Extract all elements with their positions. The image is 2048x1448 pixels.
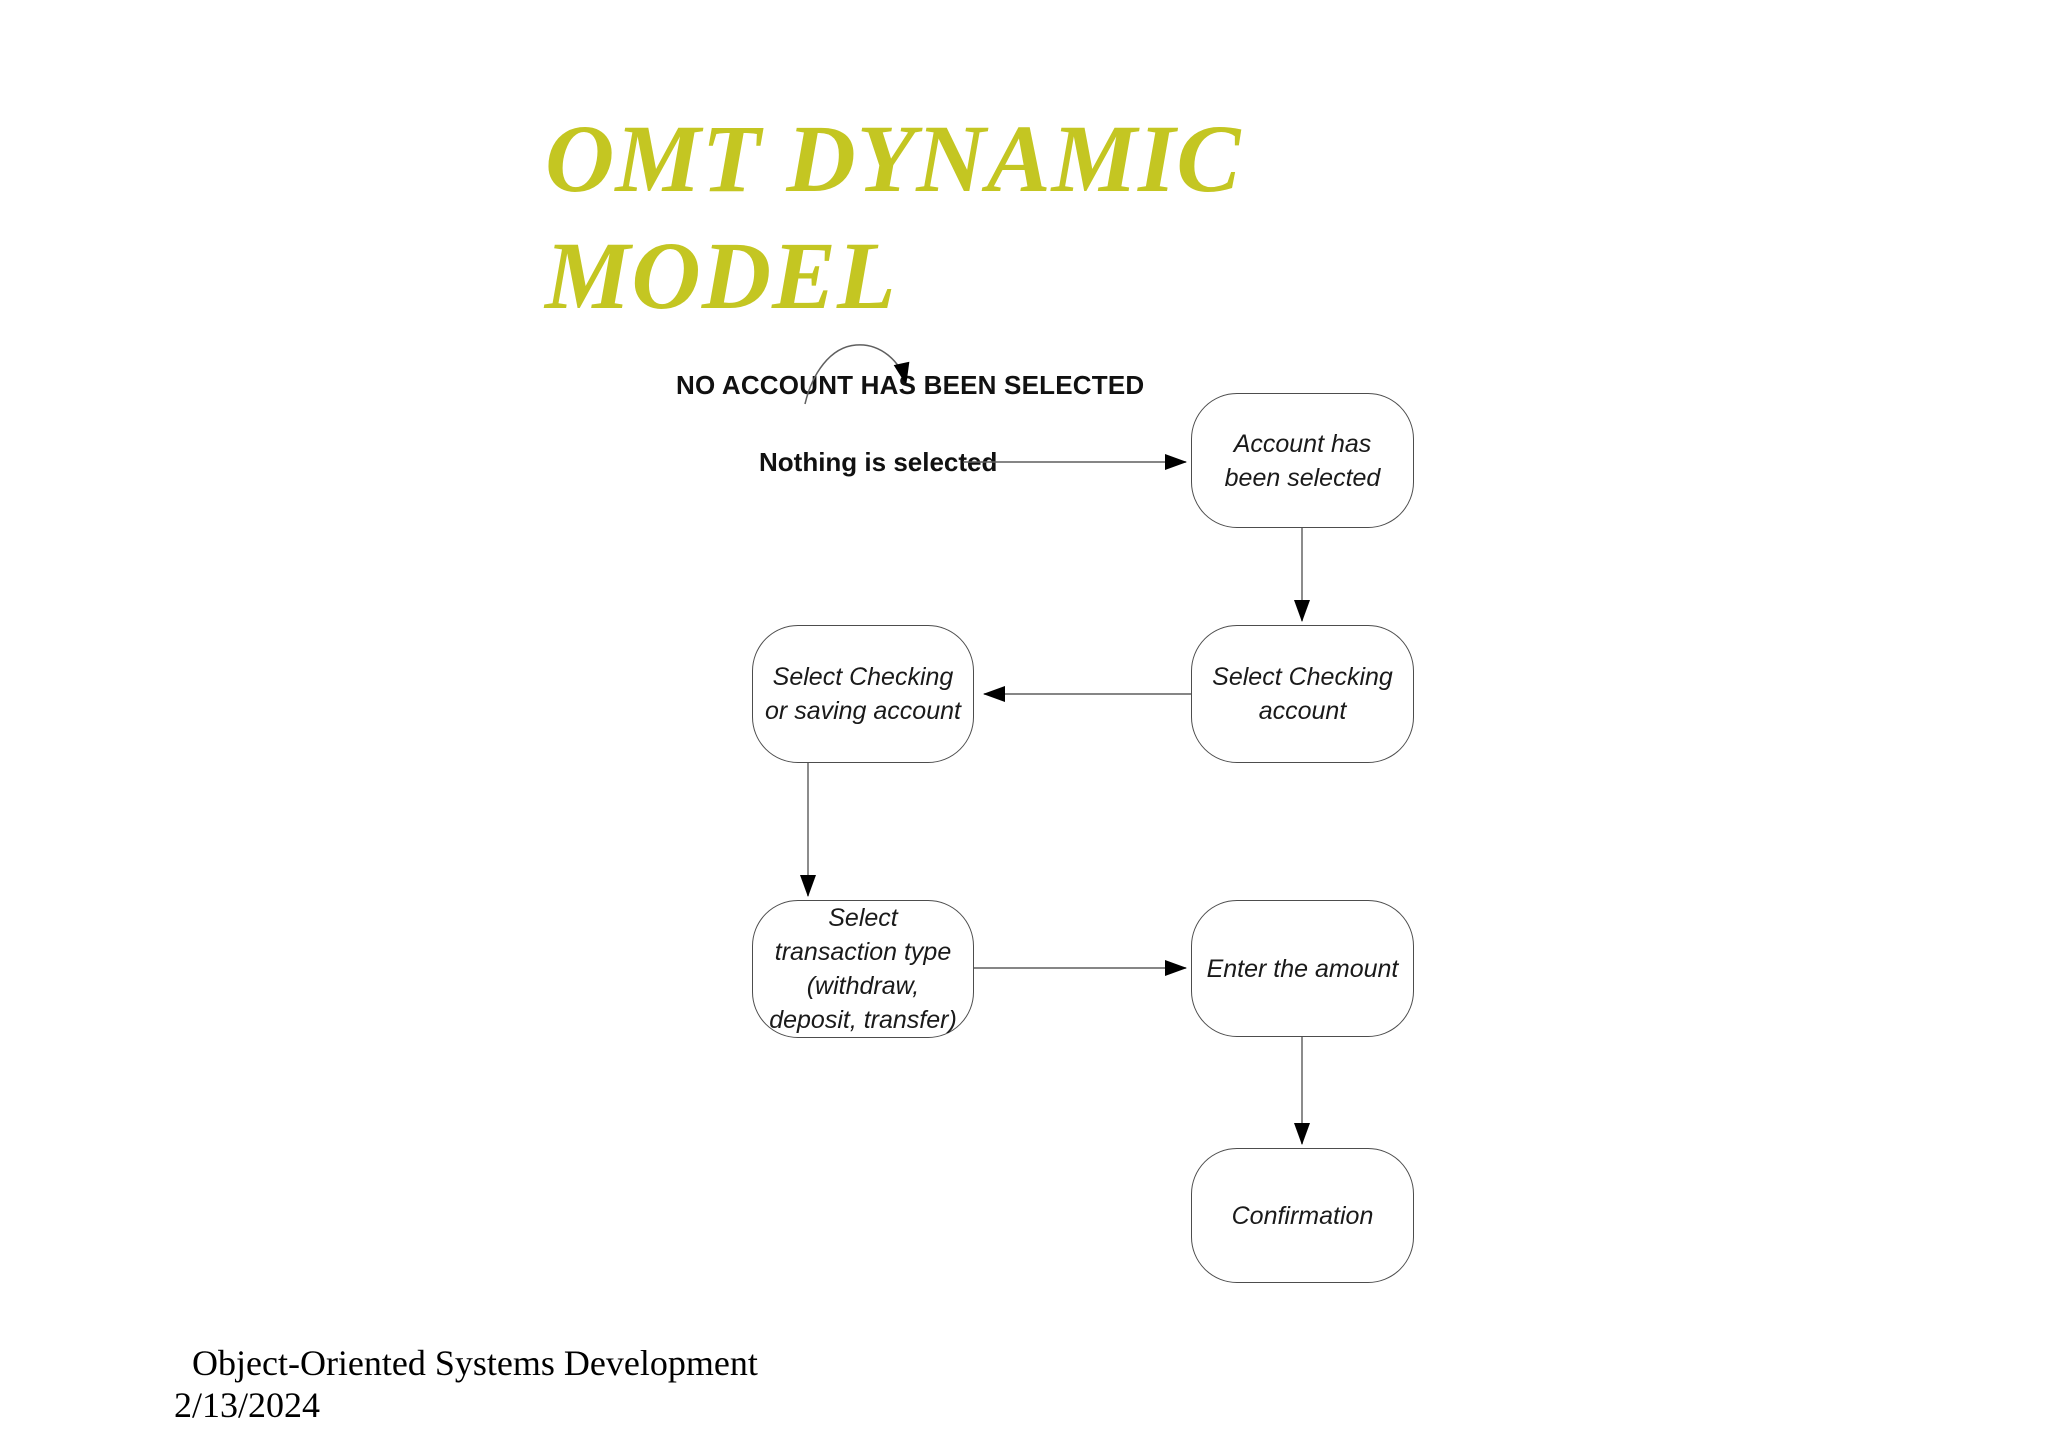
state-account-selected-label: Account has been selected xyxy=(1224,429,1381,492)
annotation-no-account-label: NO ACCOUNT HAS BEEN SELECTED xyxy=(676,370,1145,400)
state-select-checking-or-saving-label: Select Checking or saving account xyxy=(765,663,961,725)
annotation-nothing-selected-label: Nothing is selected xyxy=(759,447,998,477)
state-select-transaction-type-label: Select transaction type (withdraw, depos… xyxy=(769,904,957,1034)
state-confirmation-label: Confirmation xyxy=(1231,1201,1374,1230)
state-enter-the-amount: Enter the amount xyxy=(1191,900,1414,1037)
footer-date: 2/13/2024 xyxy=(174,1385,321,1425)
state-enter-the-amount-label: Enter the amount xyxy=(1206,954,1399,983)
state-select-transaction-type: Select transaction type (withdraw, depos… xyxy=(752,900,974,1038)
footer-course-title: Object-Oriented Systems Development xyxy=(192,1343,758,1383)
state-confirmation: Confirmation xyxy=(1191,1148,1414,1283)
state-account-selected: Account has been selected xyxy=(1191,393,1414,528)
page-title: OMT DYNAMIC MODEL xyxy=(545,105,1242,329)
slide-footer: Object-Oriented Systems Development 2/13… xyxy=(0,1342,900,1426)
state-select-checking-account: Select Checking account xyxy=(1191,625,1414,763)
state-select-checking-or-saving: Select Checking or saving account xyxy=(752,625,974,763)
state-select-checking-account-label: Select Checking account xyxy=(1212,663,1393,725)
